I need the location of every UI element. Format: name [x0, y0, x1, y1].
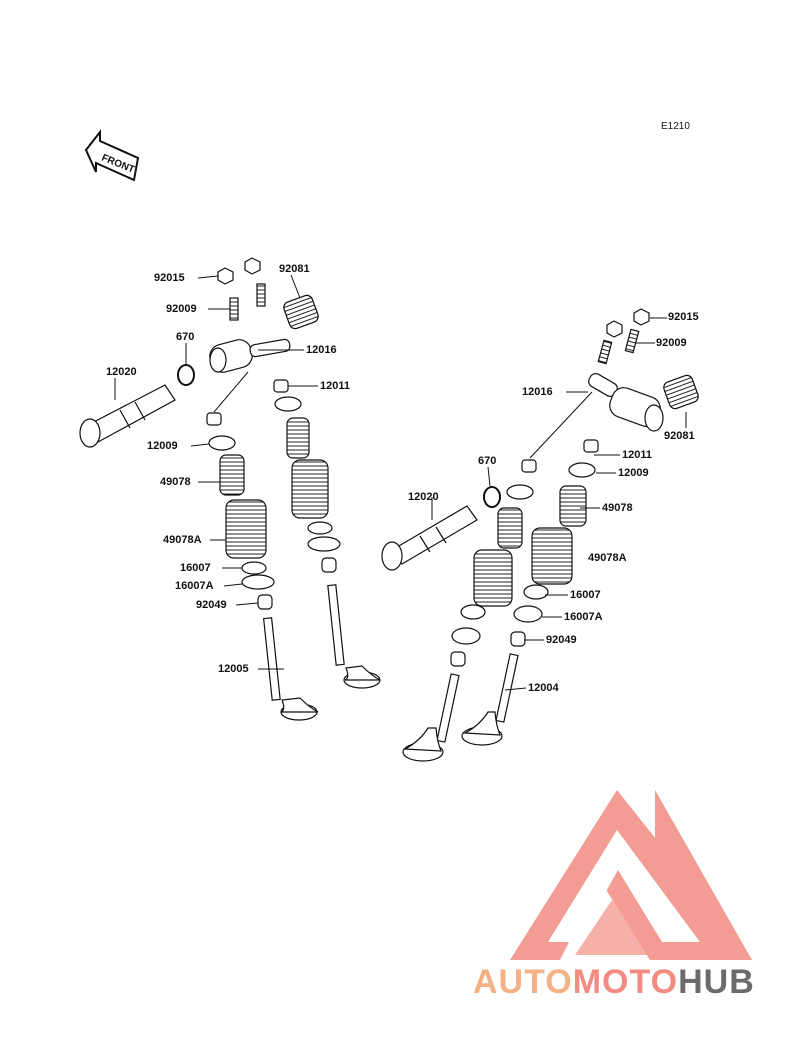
rocker-shaft-part-icon: [381, 505, 478, 571]
locknut-part-icon: [244, 257, 261, 275]
locknut-part-icon: [633, 308, 650, 326]
exhaust-valve-part-icon: [262, 617, 319, 721]
inner-spring-part-icon: [219, 454, 245, 496]
part-label: 16007A: [564, 611, 603, 623]
keeper-part-icon: [521, 459, 537, 473]
stem-seal-part-icon: [510, 631, 526, 647]
stem-seal-part-icon: [321, 557, 337, 573]
left-assembly: [79, 257, 381, 721]
exhaust-valve-part-icon: [327, 584, 381, 689]
retainer-part-icon: [506, 484, 534, 500]
o-ring-part-icon: [483, 486, 501, 508]
spring-seat-part-icon: [241, 561, 267, 575]
watermark-logo-icon: [510, 790, 752, 960]
outer-spring-part-icon: [291, 459, 329, 519]
spring-seat-part-icon: [307, 536, 341, 552]
part-label: 92081: [279, 263, 310, 275]
spring-seat-part-icon: [513, 605, 543, 623]
outer-spring-part-icon: [225, 499, 267, 559]
part-label: 12009: [618, 467, 649, 479]
part-label: 12016: [522, 386, 553, 398]
part-label: 16007: [570, 589, 601, 601]
part-label: 12005: [218, 663, 249, 675]
part-label: 92009: [656, 337, 687, 349]
part-label: 92015: [154, 272, 185, 284]
part-label: 12016: [306, 344, 337, 356]
part-label: 12020: [106, 366, 137, 378]
watermark-part-auto: AUTO: [473, 963, 573, 1001]
part-label: 92015: [668, 311, 699, 323]
o-ring-part-icon: [177, 364, 195, 386]
keeper-part-icon: [206, 412, 222, 426]
part-label: 12009: [147, 440, 178, 452]
keeper-part-icon: [273, 379, 289, 393]
spring-seat-part-icon: [451, 627, 481, 645]
part-label: 670: [176, 331, 195, 343]
watermark-part-moto: MOTO: [572, 963, 679, 1001]
intake-valve-part-icon: [461, 653, 519, 746]
locknut-part-icon: [606, 320, 623, 338]
rocker-arm-part-icon: [209, 338, 291, 373]
part-label: 670: [478, 455, 497, 467]
part-label: 49078A: [588, 552, 627, 564]
inner-spring-part-icon: [497, 507, 523, 549]
part-label: 49078: [160, 476, 191, 488]
spring-part-icon: [283, 294, 319, 330]
watermark-part-hub: HUB: [678, 963, 755, 1001]
spring-seat-part-icon: [460, 604, 486, 620]
adjust-screw-part-icon: [229, 297, 239, 321]
part-label: 49078A: [163, 534, 202, 546]
outer-spring-part-icon: [473, 549, 513, 607]
spring-seat-part-icon: [523, 584, 549, 600]
part-label: 92081: [664, 430, 695, 442]
adjust-screw-part-icon: [624, 328, 640, 354]
retainer-part-icon: [208, 435, 236, 451]
outer-spring-part-icon: [531, 527, 573, 585]
spring-part-icon: [663, 374, 699, 410]
rocker-shaft-part-icon: [79, 384, 176, 448]
diagram-code: E1210: [661, 121, 690, 132]
inner-spring-part-icon: [559, 485, 587, 527]
part-label: 16007: [180, 562, 211, 574]
stem-seal-part-icon: [450, 651, 466, 667]
retainer-part-icon: [274, 396, 302, 412]
adjust-screw-part-icon: [597, 339, 613, 365]
inner-spring-part-icon: [286, 417, 310, 459]
part-label: 12011: [622, 449, 652, 461]
watermark-brand: AUTOMOTOHUB: [473, 963, 755, 1002]
part-label: 92049: [196, 599, 227, 611]
keeper-part-icon: [583, 439, 599, 453]
locknut-part-icon: [217, 267, 234, 285]
front-arrow-icon: FRONT: [84, 129, 140, 182]
part-label: 12011: [320, 380, 350, 392]
retainer-part-icon: [568, 462, 596, 478]
part-label: 12020: [408, 491, 439, 503]
stem-seal-part-icon: [257, 594, 273, 610]
adjust-screw-part-icon: [256, 283, 266, 307]
part-label: 92049: [546, 634, 577, 646]
spring-seat-part-icon: [307, 521, 333, 535]
part-label: 12004: [528, 682, 559, 694]
intake-valve-part-icon: [402, 673, 460, 762]
right-assembly: [381, 308, 699, 762]
part-label: 16007A: [175, 580, 214, 592]
part-label: 49078: [602, 502, 633, 514]
part-label: 92009: [166, 303, 197, 315]
spring-seat-part-icon: [241, 574, 275, 590]
rocker-arm-part-icon: [588, 373, 664, 432]
